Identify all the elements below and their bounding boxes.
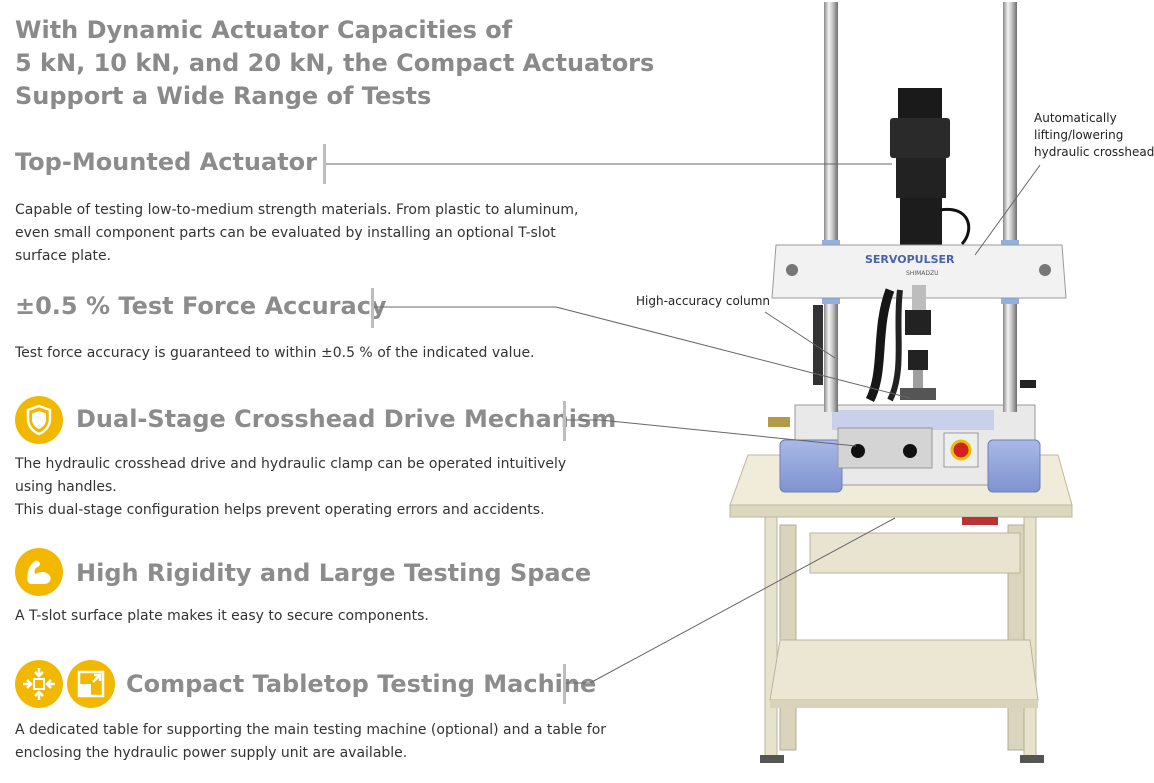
callout-line: lifting/lowering	[1034, 128, 1124, 142]
section-body-high-rigidity: A T-slot surface plate makes it easy to …	[15, 605, 429, 628]
flexed-arm-icon	[15, 548, 63, 596]
body-line: using handles.	[15, 479, 117, 495]
maker-label: SHIMADZU	[906, 270, 939, 277]
body-line: surface plate.	[15, 248, 112, 264]
body-line: This dual-stage configuration helps prev…	[15, 502, 545, 518]
body-line: A T-slot surface plate makes it easy to …	[15, 608, 429, 624]
body-line: A dedicated table for supporting the mai…	[15, 722, 607, 738]
shield-icon	[15, 396, 63, 444]
callout-crosshead: Automatically lifting/lowering hydraulic…	[1034, 110, 1154, 161]
section-body-dual-stage-crosshead: The hydraulic crosshead drive and hydrau…	[15, 453, 566, 522]
section-body-test-force-accuracy: Test force accuracy is guaranteed to wit…	[15, 342, 535, 365]
section-body-top-mounted-actuator: Capable of testing low-to-medium strengt…	[15, 199, 578, 268]
body-line: The hydraulic crosshead drive and hydrau…	[15, 456, 567, 472]
section-title-divider	[563, 401, 566, 441]
section-title-top-mounted-actuator: Top-Mounted Actuator	[15, 148, 317, 176]
section-title-high-rigidity: High Rigidity and Large Testing Space	[76, 559, 592, 587]
headline-line-2: 5 kN, 10 kN, and 20 kN, the Compact Actu…	[15, 49, 655, 77]
section-title-test-force-accuracy: ±0.5 % Test Force Accuracy	[15, 292, 387, 320]
section-title-divider	[323, 144, 326, 184]
page-headline: With Dynamic Actuator Capacities of 5 kN…	[15, 14, 655, 113]
section-title-divider	[563, 664, 566, 704]
body-line: even small component parts can be evalua…	[15, 225, 556, 241]
compress-arrows-icon	[15, 660, 63, 708]
body-line: Capable of testing low-to-medium strengt…	[15, 202, 579, 218]
resize-corner-icon	[67, 660, 115, 708]
callout-line: hydraulic crosshead	[1034, 145, 1154, 159]
section-body-compact-tabletop: A dedicated table for supporting the mai…	[15, 719, 606, 765]
headline-line-1: With Dynamic Actuator Capacities of	[15, 16, 513, 44]
section-title-dual-stage-crosshead: Dual-Stage Crosshead Drive Mechanism	[76, 405, 617, 433]
brand-label: SERVOPULSER	[865, 253, 955, 266]
callout-line: Automatically	[1034, 111, 1117, 125]
callout-column: High-accuracy column	[636, 294, 771, 308]
headline-line-3: Support a Wide Range of Tests	[15, 82, 432, 110]
section-title-divider	[371, 288, 374, 328]
body-line: enclosing the hydraulic power supply uni…	[15, 745, 408, 761]
testing-machine-illustration: SERVOPULSER SHIMADZU	[729, 2, 1073, 763]
body-line: Test force accuracy is guaranteed to wit…	[15, 345, 535, 361]
section-title-compact-tabletop: Compact Tabletop Testing Machine	[126, 670, 597, 698]
